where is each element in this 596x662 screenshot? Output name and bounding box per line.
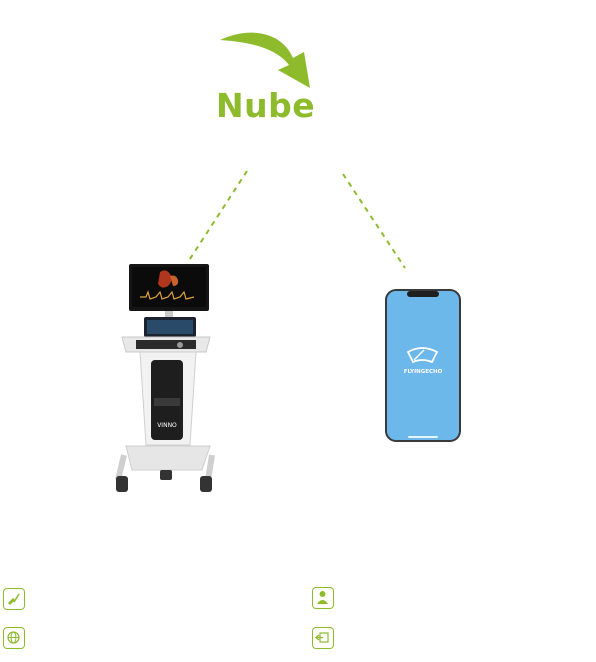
connector-line-right <box>342 173 406 269</box>
ultrasound-machine: VINNO <box>115 264 215 492</box>
curved-arrow-icon <box>220 32 310 88</box>
phone-brand-label: FLYINGECHO <box>404 369 443 375</box>
cloud-label: Nube <box>216 86 316 125</box>
connector-line-left <box>187 170 248 263</box>
writing-hand-icon <box>3 588 25 610</box>
transfer-icon <box>312 627 334 649</box>
doctor-icon <box>312 587 334 609</box>
smartphone: FLYINGECHO <box>385 289 461 442</box>
flyingecho-logo-icon <box>406 347 439 364</box>
globe-icon <box>3 627 25 649</box>
machine-brand-label: VINNO <box>157 422 177 429</box>
